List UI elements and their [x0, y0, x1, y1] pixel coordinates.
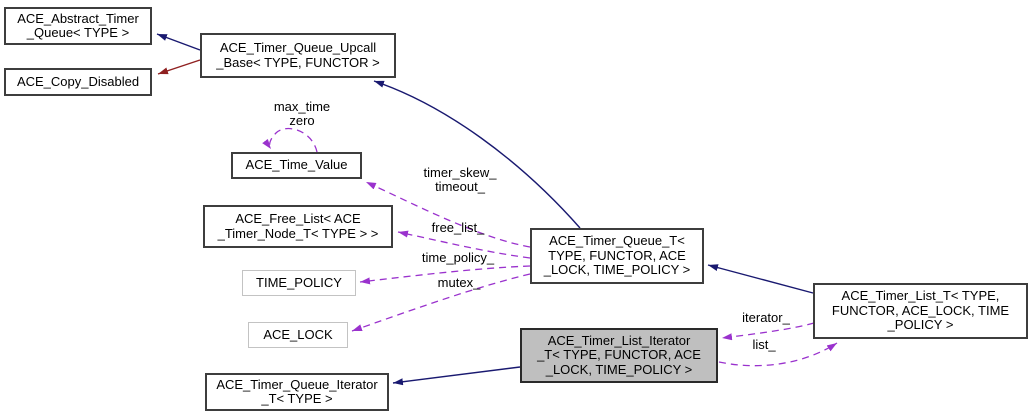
edge-label-free-list: free_list_ [431, 220, 485, 235]
node-ace-copy-disabled[interactable]: ACE_Copy_Disabled [4, 68, 152, 96]
edge-inherit-timerlistt-to-timerqueuet [707, 264, 814, 294]
edge-label-iterator: iterator_ [742, 310, 790, 325]
node-ace-lock: ACE_LOCK [248, 322, 348, 348]
node-ace-timer-list-iterator-t-current: ACE_Timer_List_Iterator _T< TYPE, FUNCTO… [520, 328, 718, 383]
edge-usage-freelist-to-freelistnode [397, 230, 531, 259]
node-ace-free-list[interactable]: ACE_Free_List< ACE _Timer_Node_T< TYPE >… [203, 205, 393, 248]
edge-inherit-listiterator-to-queueiterator [392, 366, 521, 386]
edge-inherit-upcallbase-to-abstracttimerqueue [156, 33, 201, 51]
node-ace-timer-list-t[interactable]: ACE_Timer_List_T< TYPE, FUNCTOR, ACE_LOC… [813, 283, 1028, 339]
edge-label-mutex: mutex_ [437, 275, 481, 290]
edge-usage-timepolicy-to-timepolicy [359, 265, 531, 285]
edge-inherit-upcallbase-to-copydisabled [157, 59, 201, 75]
edge-label-timer-skew-timeout: timer_skew_ timeout_ [423, 165, 497, 194]
node-time-policy: TIME_POLICY [242, 270, 356, 296]
edge-usage-list-to-timerlistt [718, 342, 838, 367]
edge-label-max-time-zero: max_time zero [273, 99, 331, 128]
edge-label-list: list_ [752, 337, 776, 352]
node-ace-time-value[interactable]: ACE_Time_Value [231, 152, 362, 179]
edge-usage-timerskew-to-timevalue [365, 181, 531, 248]
edge-label-time-policy: time_policy_ [421, 250, 495, 265]
edge-usage-iterator-to-listiterator [721, 322, 815, 341]
node-ace-timer-queue-t[interactable]: ACE_Timer_Queue_T< TYPE, FUNCTOR, ACE _L… [530, 228, 704, 284]
node-ace-timer-queue-iterator-t[interactable]: ACE_Timer_Queue_Iterator _T< TYPE > [205, 373, 389, 411]
edge-usage-timevalue-self-loop [262, 128, 318, 153]
edge-inherit-timerqueuet-to-upcallbase [373, 80, 581, 229]
node-ace-timer-queue-upcall-base[interactable]: ACE_Timer_Queue_Upcall _Base< TYPE, FUNC… [200, 33, 396, 78]
node-ace-abstract-timer-queue[interactable]: ACE_Abstract_Timer _Queue< TYPE > [4, 7, 152, 45]
